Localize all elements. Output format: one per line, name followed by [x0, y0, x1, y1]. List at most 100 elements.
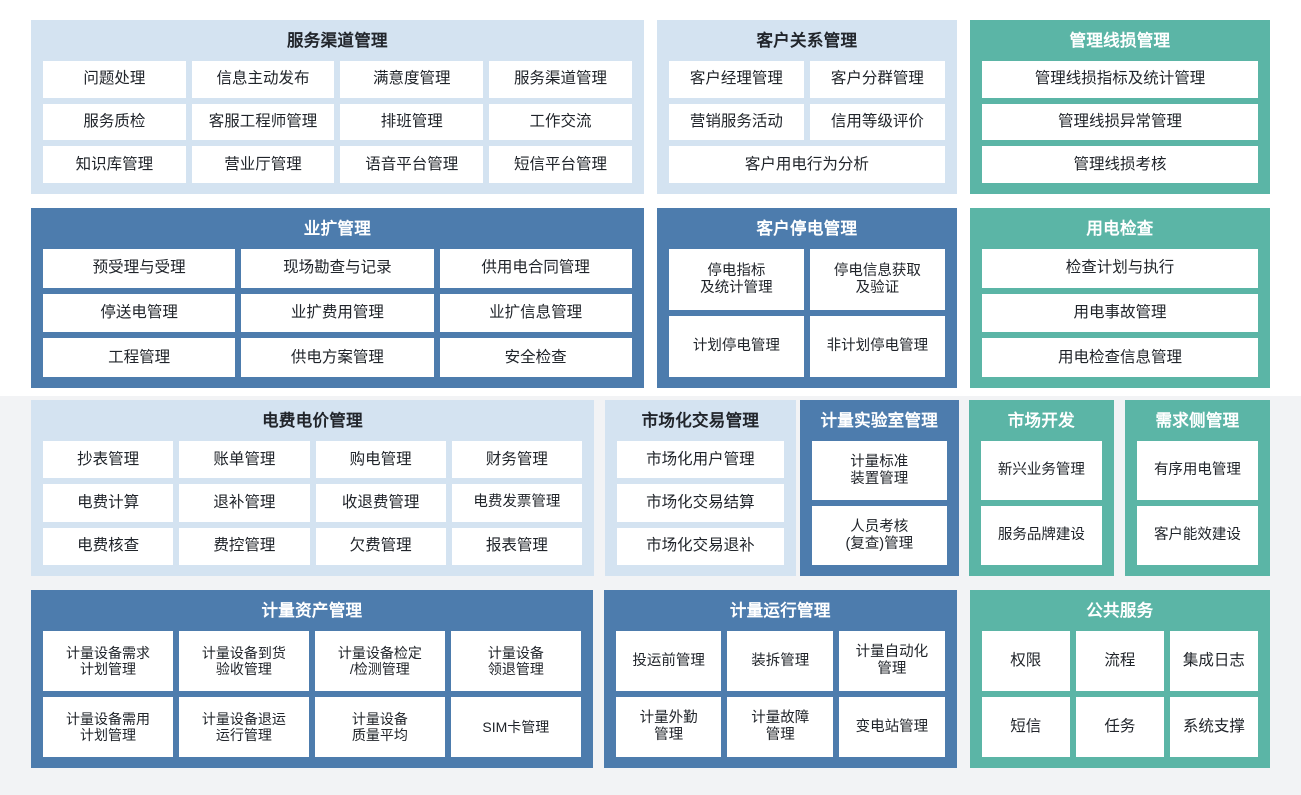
- tile[interactable]: 服务质检: [43, 103, 186, 141]
- tile[interactable]: 计量自动化 管理: [839, 631, 945, 691]
- tile-row: 计量设备需用 计划管理 计量设备退运 运行管理 计量设备 质量平均 SIM卡管理: [43, 697, 581, 757]
- tile[interactable]: 客户用电行为分析: [668, 146, 945, 184]
- tile[interactable]: 费控管理: [179, 527, 310, 565]
- tile[interactable]: 任务: [1075, 697, 1164, 757]
- tile[interactable]: 装拆管理: [727, 631, 834, 691]
- tile[interactable]: 客户经理管理: [668, 61, 804, 98]
- tile[interactable]: 系统支撑: [1169, 697, 1258, 757]
- tile[interactable]: 有序用电管理: [1136, 441, 1258, 500]
- tile[interactable]: 用电检查信息管理: [981, 338, 1258, 378]
- tile[interactable]: 计量设备检定 /检测管理: [314, 631, 445, 691]
- tile[interactable]: 信用等级评价: [809, 103, 945, 141]
- tile[interactable]: 购电管理: [315, 441, 446, 479]
- tile[interactable]: 供电方案管理: [241, 338, 434, 378]
- tile[interactable]: 用电事故管理: [981, 293, 1258, 333]
- tile[interactable]: 账单管理: [179, 441, 310, 479]
- tile[interactable]: 退补管理: [179, 484, 310, 522]
- tile[interactable]: 知识库管理: [43, 146, 186, 184]
- panel-title: 客户关系管理: [756, 32, 858, 50]
- tile[interactable]: 客户分群管理: [809, 61, 945, 98]
- tile-row: 计划停电管理 非计划停电管理: [668, 316, 945, 377]
- tile[interactable]: 管理线损异常管理: [981, 103, 1258, 141]
- tile[interactable]: 安全检查: [439, 338, 632, 378]
- tile[interactable]: 预受理与受理: [43, 249, 236, 288]
- panel-market-development[interactable]: 市场开发 新兴业务管理 服务品牌建设: [968, 400, 1114, 576]
- tile[interactable]: 语音平台管理: [340, 146, 484, 184]
- tile[interactable]: 服务品牌建设: [980, 506, 1102, 565]
- tile[interactable]: 停电信息获取 及验证: [809, 249, 945, 310]
- tile[interactable]: 报表管理: [451, 527, 582, 565]
- tile[interactable]: 变电站管理: [839, 697, 945, 757]
- tile[interactable]: 权限: [981, 631, 1070, 691]
- tile[interactable]: 市场化交易结算: [617, 484, 784, 522]
- tile[interactable]: 计量外勤 管理: [615, 697, 722, 757]
- tile[interactable]: 排班管理: [340, 103, 484, 141]
- tile[interactable]: 人员考核 (复查)管理: [811, 506, 947, 565]
- panel-service-channel-management[interactable]: 服务渠道管理 问题处理 信息主动发布 满意度管理 服务渠道管理 服务质检 客服工…: [31, 20, 644, 194]
- tile-row: 市场化用户管理: [617, 441, 784, 479]
- panel-customer-outage-management[interactable]: 客户停电管理 停电指标 及统计管理 停电信息获取 及验证 计划停电管理 非计划停…: [656, 208, 957, 388]
- tile[interactable]: 财务管理: [451, 441, 582, 479]
- tile[interactable]: 问题处理: [43, 61, 186, 98]
- tile-row: 市场化交易结算: [617, 484, 784, 522]
- tile[interactable]: 流程: [1075, 631, 1164, 691]
- tile[interactable]: SIM卡管理: [450, 697, 581, 757]
- tile-row: 短信 任务 系统支撑: [981, 697, 1258, 757]
- tile[interactable]: 非计划停电管理: [809, 316, 945, 377]
- tile[interactable]: 工程管理: [43, 338, 236, 378]
- tile[interactable]: 满意度管理: [340, 61, 484, 98]
- panel-public-service[interactable]: 公共服务 权限 流程 集成日志 短信 任务 系统支撑: [969, 590, 1270, 768]
- tile[interactable]: 市场化用户管理: [617, 441, 784, 479]
- tile[interactable]: 计量故障 管理: [727, 697, 834, 757]
- tile[interactable]: 市场化交易退补: [617, 527, 784, 565]
- tile[interactable]: 电费核查: [43, 527, 174, 565]
- panel-metering-asset-management[interactable]: 计量资产管理 计量设备需求 计划管理 计量设备到货 验收管理 计量设备检定 /检…: [31, 590, 593, 768]
- tile[interactable]: 投运前管理: [615, 631, 722, 691]
- tile[interactable]: 电费计算: [43, 484, 174, 522]
- tile[interactable]: 计量设备到货 验收管理: [178, 631, 309, 691]
- tile[interactable]: 计量设备 领退管理: [450, 631, 581, 691]
- tile[interactable]: 收退费管理: [315, 484, 446, 522]
- tile[interactable]: 客服工程师管理: [191, 103, 335, 141]
- tile[interactable]: 计量设备需求 计划管理: [43, 631, 173, 691]
- tile[interactable]: 业扩费用管理: [241, 293, 434, 333]
- tile[interactable]: 营业厅管理: [191, 146, 335, 184]
- tile[interactable]: 计量设备需用 计划管理: [43, 697, 173, 757]
- tile[interactable]: 业扩信息管理: [439, 293, 632, 333]
- tile[interactable]: 客户能效建设: [1136, 506, 1258, 565]
- tile[interactable]: 管理线损考核: [981, 146, 1258, 184]
- tile[interactable]: 计量标准 装置管理: [811, 441, 947, 500]
- tile[interactable]: 现场勘查与记录: [241, 249, 434, 288]
- tile[interactable]: 集成日志: [1169, 631, 1258, 691]
- panel-demand-side-management[interactable]: 需求侧管理 有序用电管理 客户能效建设: [1124, 400, 1270, 576]
- panel-customer-relationship-management[interactable]: 客户关系管理 客户经理管理 客户分群管理 营销服务活动 信用等级评价 客户用电行…: [656, 20, 957, 194]
- panel-electricity-fee-price-management[interactable]: 电费电价管理 抄表管理 账单管理 购电管理 财务管理 电费计算 退补管理 收退费…: [31, 400, 595, 576]
- panel-management-line-loss[interactable]: 管理线损管理 管理线损指标及统计管理 管理线损异常管理 管理线损考核: [969, 20, 1270, 194]
- tile[interactable]: 服务渠道管理: [489, 61, 632, 98]
- tile[interactable]: 电费发票管理: [451, 484, 582, 522]
- panel-power-consumption-inspection[interactable]: 用电检查 检查计划与执行 用电事故管理 用电检查信息管理: [969, 208, 1270, 388]
- tile[interactable]: 供用电合同管理: [439, 249, 632, 288]
- tile[interactable]: 计量设备 质量平均: [314, 697, 445, 757]
- panel-business-expansion-management[interactable]: 业扩管理 预受理与受理 现场勘查与记录 供用电合同管理 停送电管理 业扩费用管理…: [31, 208, 644, 388]
- tile[interactable]: 管理线损指标及统计管理: [981, 61, 1258, 98]
- tile[interactable]: 计划停电管理: [668, 316, 804, 377]
- tile[interactable]: 短信: [981, 697, 1070, 757]
- panel-metering-operation-management[interactable]: 计量运行管理 投运前管理 装拆管理 计量自动化 管理 计量外勤 管理 计量故障 …: [603, 590, 957, 768]
- tile[interactable]: 营销服务活动: [668, 103, 804, 141]
- tile[interactable]: 新兴业务管理: [980, 441, 1102, 500]
- tile[interactable]: 停送电管理: [43, 293, 236, 333]
- tile[interactable]: 短信平台管理: [489, 146, 632, 184]
- tile-row: 管理线损指标及统计管理: [981, 61, 1258, 98]
- panel-metering-laboratory-management[interactable]: 计量实验室管理 计量标准 装置管理 人员考核 (复查)管理: [799, 400, 959, 576]
- tile[interactable]: 工作交流: [489, 103, 632, 141]
- tile-grid: 停电指标 及统计管理 停电信息获取 及验证 计划停电管理 非计划停电管理: [668, 249, 945, 377]
- tile[interactable]: 计量设备退运 运行管理: [178, 697, 309, 757]
- tile[interactable]: 信息主动发布: [191, 61, 335, 98]
- panel-title: 电费电价管理: [262, 412, 363, 430]
- panel-market-trading-management[interactable]: 市场化交易管理 市场化用户管理 市场化交易结算 市场化交易退补: [605, 400, 796, 576]
- tile[interactable]: 检查计划与执行: [981, 249, 1258, 288]
- tile[interactable]: 停电指标 及统计管理: [668, 249, 804, 310]
- tile[interactable]: 欠费管理: [315, 527, 446, 565]
- tile[interactable]: 抄表管理: [43, 441, 174, 479]
